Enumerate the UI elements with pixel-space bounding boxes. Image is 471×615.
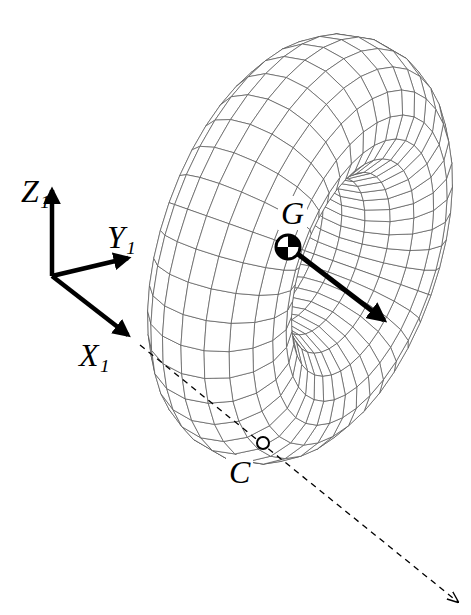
torus-face (181, 314, 206, 350)
torus-face (229, 322, 255, 351)
point-label: C (226, 455, 253, 489)
axis-label: X₁ (76, 338, 113, 372)
torus-face (314, 375, 324, 401)
torus-face (205, 378, 233, 403)
torus-face (204, 351, 230, 379)
torus-face (387, 234, 413, 251)
torus-face (364, 221, 390, 235)
torus-face (204, 321, 231, 352)
torus-face (365, 210, 390, 222)
axis-arrow (290, 248, 384, 320)
torus-face (402, 90, 415, 117)
torus-mesh (148, 34, 453, 464)
dashed-axis (140, 345, 458, 602)
torus-face (253, 318, 274, 348)
torus-face (211, 256, 243, 293)
center-of-mass-symbol (276, 235, 300, 259)
axis-label: Y₁ (104, 220, 139, 254)
torus-face (229, 348, 253, 378)
coordinate-frame (52, 190, 128, 335)
torus-face (219, 224, 253, 263)
contact-point (257, 437, 269, 449)
torus-face (383, 249, 410, 268)
axis-label: Z₁ (18, 174, 53, 208)
point-label: G (278, 196, 307, 230)
torus-face (206, 289, 236, 323)
torus-face (323, 375, 335, 401)
